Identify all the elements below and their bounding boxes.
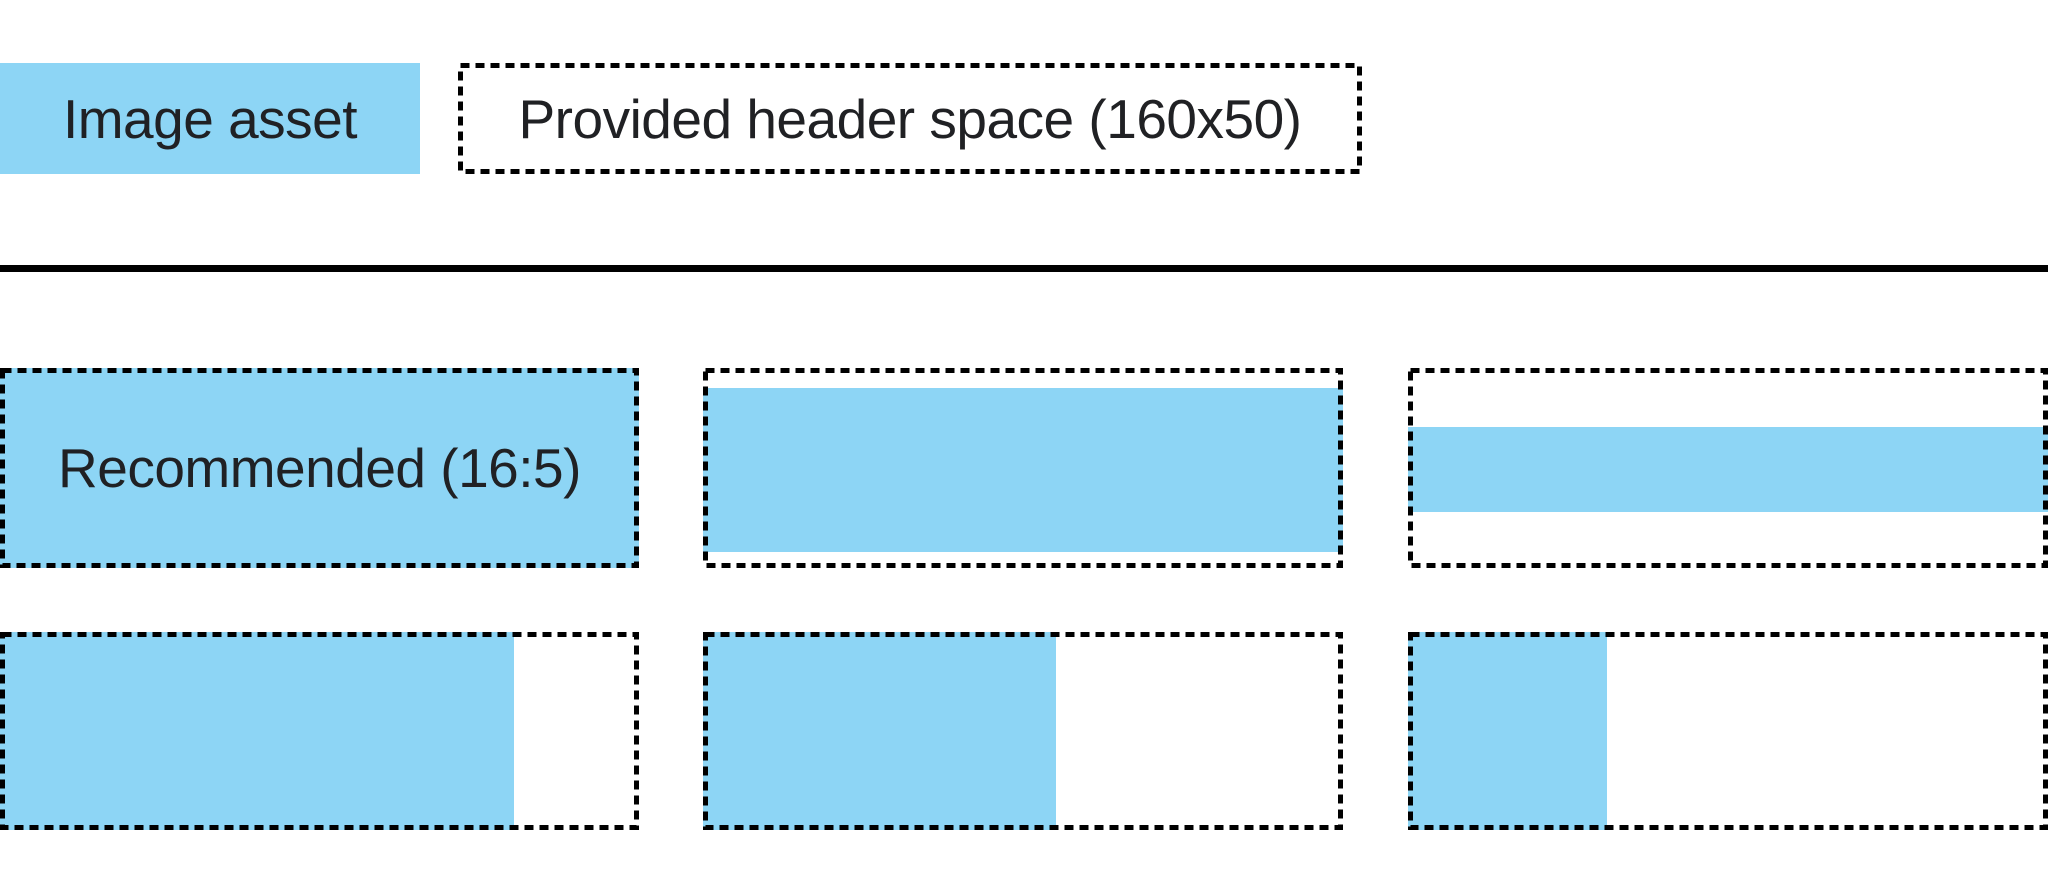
example-full-width-tall-bar [703,368,1343,568]
example-partial-width-small [1408,632,2048,830]
example-partial-width-large [0,632,639,830]
section-divider [0,265,2048,272]
example-recommended-16-5: Recommended (16:5) [0,368,639,568]
image-asset-swatch: Image asset [0,63,420,174]
image-asset-fill [1408,632,1607,830]
provided-header-space-label: Provided header space (160x50) [518,87,1302,150]
image-asset-fill [703,632,1056,830]
image-asset-fill [0,632,514,830]
image-asset-fill [703,388,1343,552]
image-asset-label: Image asset [62,87,358,150]
recommended-label: Recommended (16:5) [58,437,581,499]
example-partial-width-medium [703,632,1343,830]
image-asset-fill [1408,427,2048,512]
provided-header-space-box: Provided header space (160x50) [458,63,1362,174]
example-full-width-thin-bar [1408,368,2048,568]
